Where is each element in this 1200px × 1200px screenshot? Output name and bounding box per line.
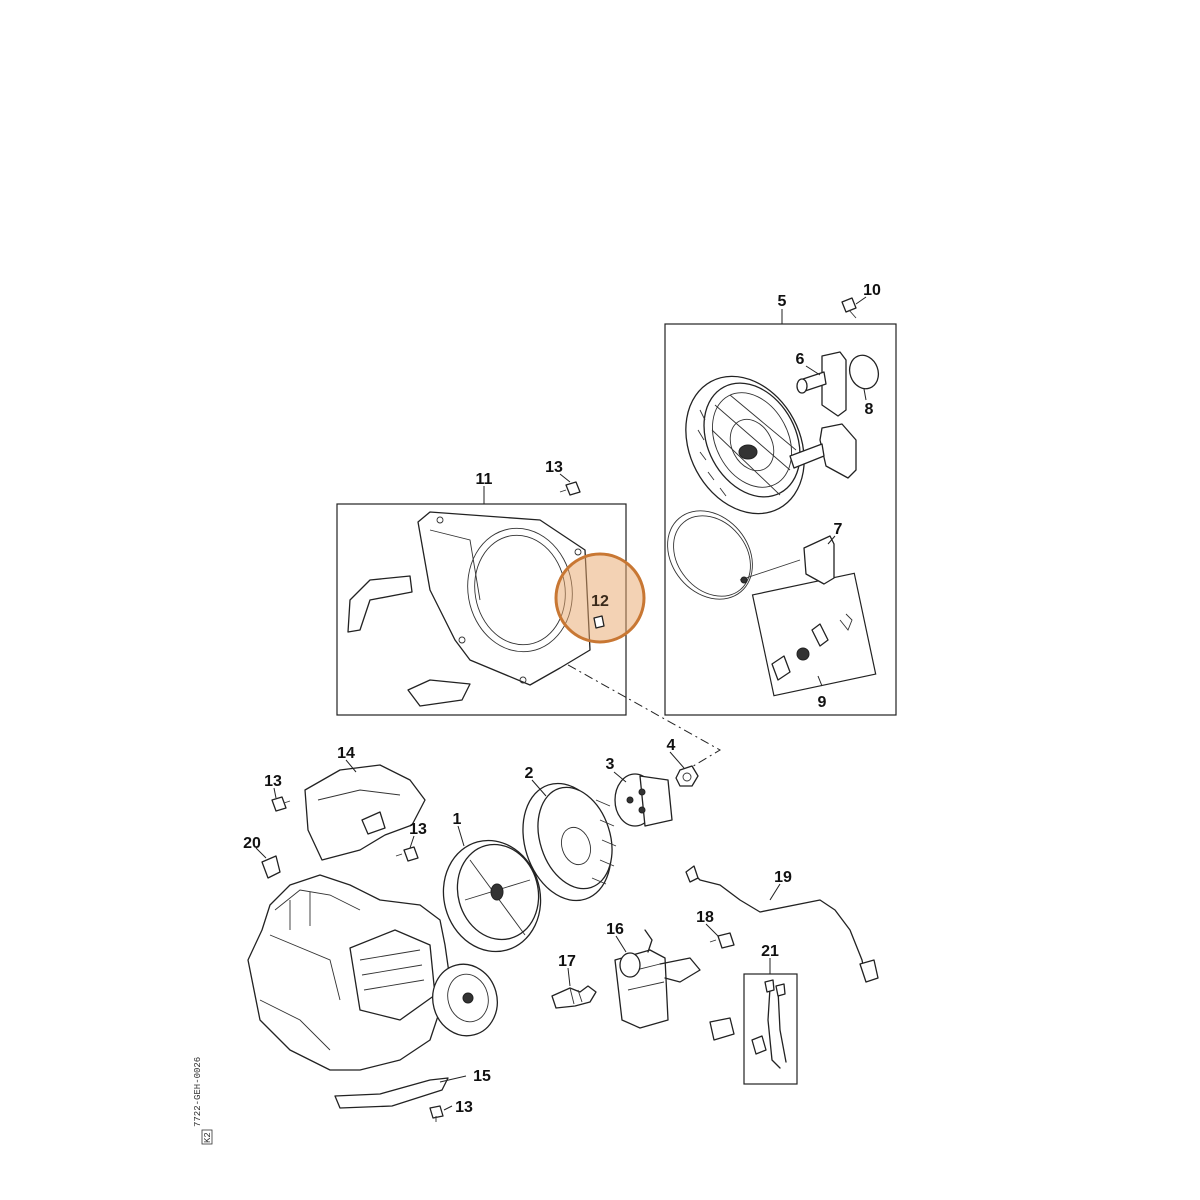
callout-13-left[interactable]: 13	[264, 773, 282, 790]
doc-badge-box	[201, 1129, 213, 1145]
callout-4[interactable]: 4	[667, 737, 676, 754]
highlight-marker-12	[554, 552, 646, 644]
starter-pawl-kit	[771, 613, 853, 681]
wiring-harness	[751, 979, 787, 1069]
document-id: 7722-GEH-0026 K2	[193, 1057, 213, 1145]
cover-screw	[271, 796, 291, 812]
callout-11[interactable]: 11	[476, 471, 493, 488]
starter-rope-and-handle	[667, 510, 835, 600]
starter-screw-10	[841, 297, 857, 319]
callout-12[interactable]: 12	[591, 593, 609, 610]
wire-clip	[261, 855, 281, 879]
housing-screw	[559, 481, 581, 496]
fan-cover	[304, 764, 426, 861]
recoil-starter-group-box	[664, 323, 897, 716]
callout-13[interactable]: 13	[545, 459, 563, 476]
callout-13-cover[interactable]: 13	[409, 821, 427, 838]
spark-plug	[551, 985, 597, 1009]
leader-lines	[255, 296, 867, 1111]
ignition-coil	[614, 929, 701, 1029]
callout-3[interactable]: 3	[606, 756, 615, 773]
flywheel	[522, 782, 617, 902]
stop-switch	[709, 1017, 735, 1041]
callout-labels: 5 10 6 8 7 9 11 13 12 4 14 13 13 20 2 3 …	[243, 282, 881, 1116]
callout-17[interactable]: 17	[558, 953, 576, 970]
callout-14[interactable]: 14	[337, 745, 355, 762]
cable-screw	[709, 932, 735, 949]
engine-block	[247, 874, 498, 1071]
callout-19[interactable]: 19	[774, 869, 792, 886]
callout-1[interactable]: 1	[453, 811, 462, 828]
fan-housing-shield-bottom	[407, 679, 471, 707]
callout-2[interactable]: 2	[525, 765, 534, 782]
starter-pulley	[614, 773, 673, 827]
callout-6[interactable]: 6	[796, 351, 805, 368]
rotor-housing	[442, 839, 542, 953]
callout-7[interactable]: 7	[834, 521, 843, 538]
callout-18[interactable]: 18	[696, 909, 714, 926]
housing-pin-12	[593, 615, 605, 629]
starter-handle-grip	[789, 423, 857, 479]
callout-13-bottom[interactable]: 13	[455, 1099, 473, 1116]
callout-8[interactable]: 8	[865, 401, 874, 418]
doc-id-text: 7722-GEH-0026	[193, 1057, 203, 1127]
callout-5[interactable]: 5	[778, 293, 787, 310]
callout-15[interactable]: 15	[473, 1068, 491, 1085]
fan-housing-shield-left	[347, 575, 413, 633]
ignition-cable	[689, 869, 867, 981]
starter-small-parts-box	[751, 572, 877, 697]
cover-screw-2	[395, 846, 419, 862]
starter-cap-disc	[848, 354, 880, 390]
recoil-starter-assembly	[685, 375, 805, 515]
starter-handle	[796, 351, 847, 417]
callout-20[interactable]: 20	[243, 835, 261, 852]
base-screw	[429, 1105, 444, 1122]
flywheel-nut	[675, 765, 699, 787]
callout-10[interactable]: 10	[863, 282, 881, 299]
callout-16[interactable]: 16	[606, 921, 624, 938]
callout-9[interactable]: 9	[818, 694, 827, 711]
ignition-cable-end	[685, 865, 699, 883]
doc-badge-text: K2	[203, 1132, 213, 1143]
ignition-cable-terminal	[859, 959, 879, 983]
callout-21[interactable]: 21	[761, 943, 779, 960]
engine-base-plate	[334, 1077, 449, 1109]
